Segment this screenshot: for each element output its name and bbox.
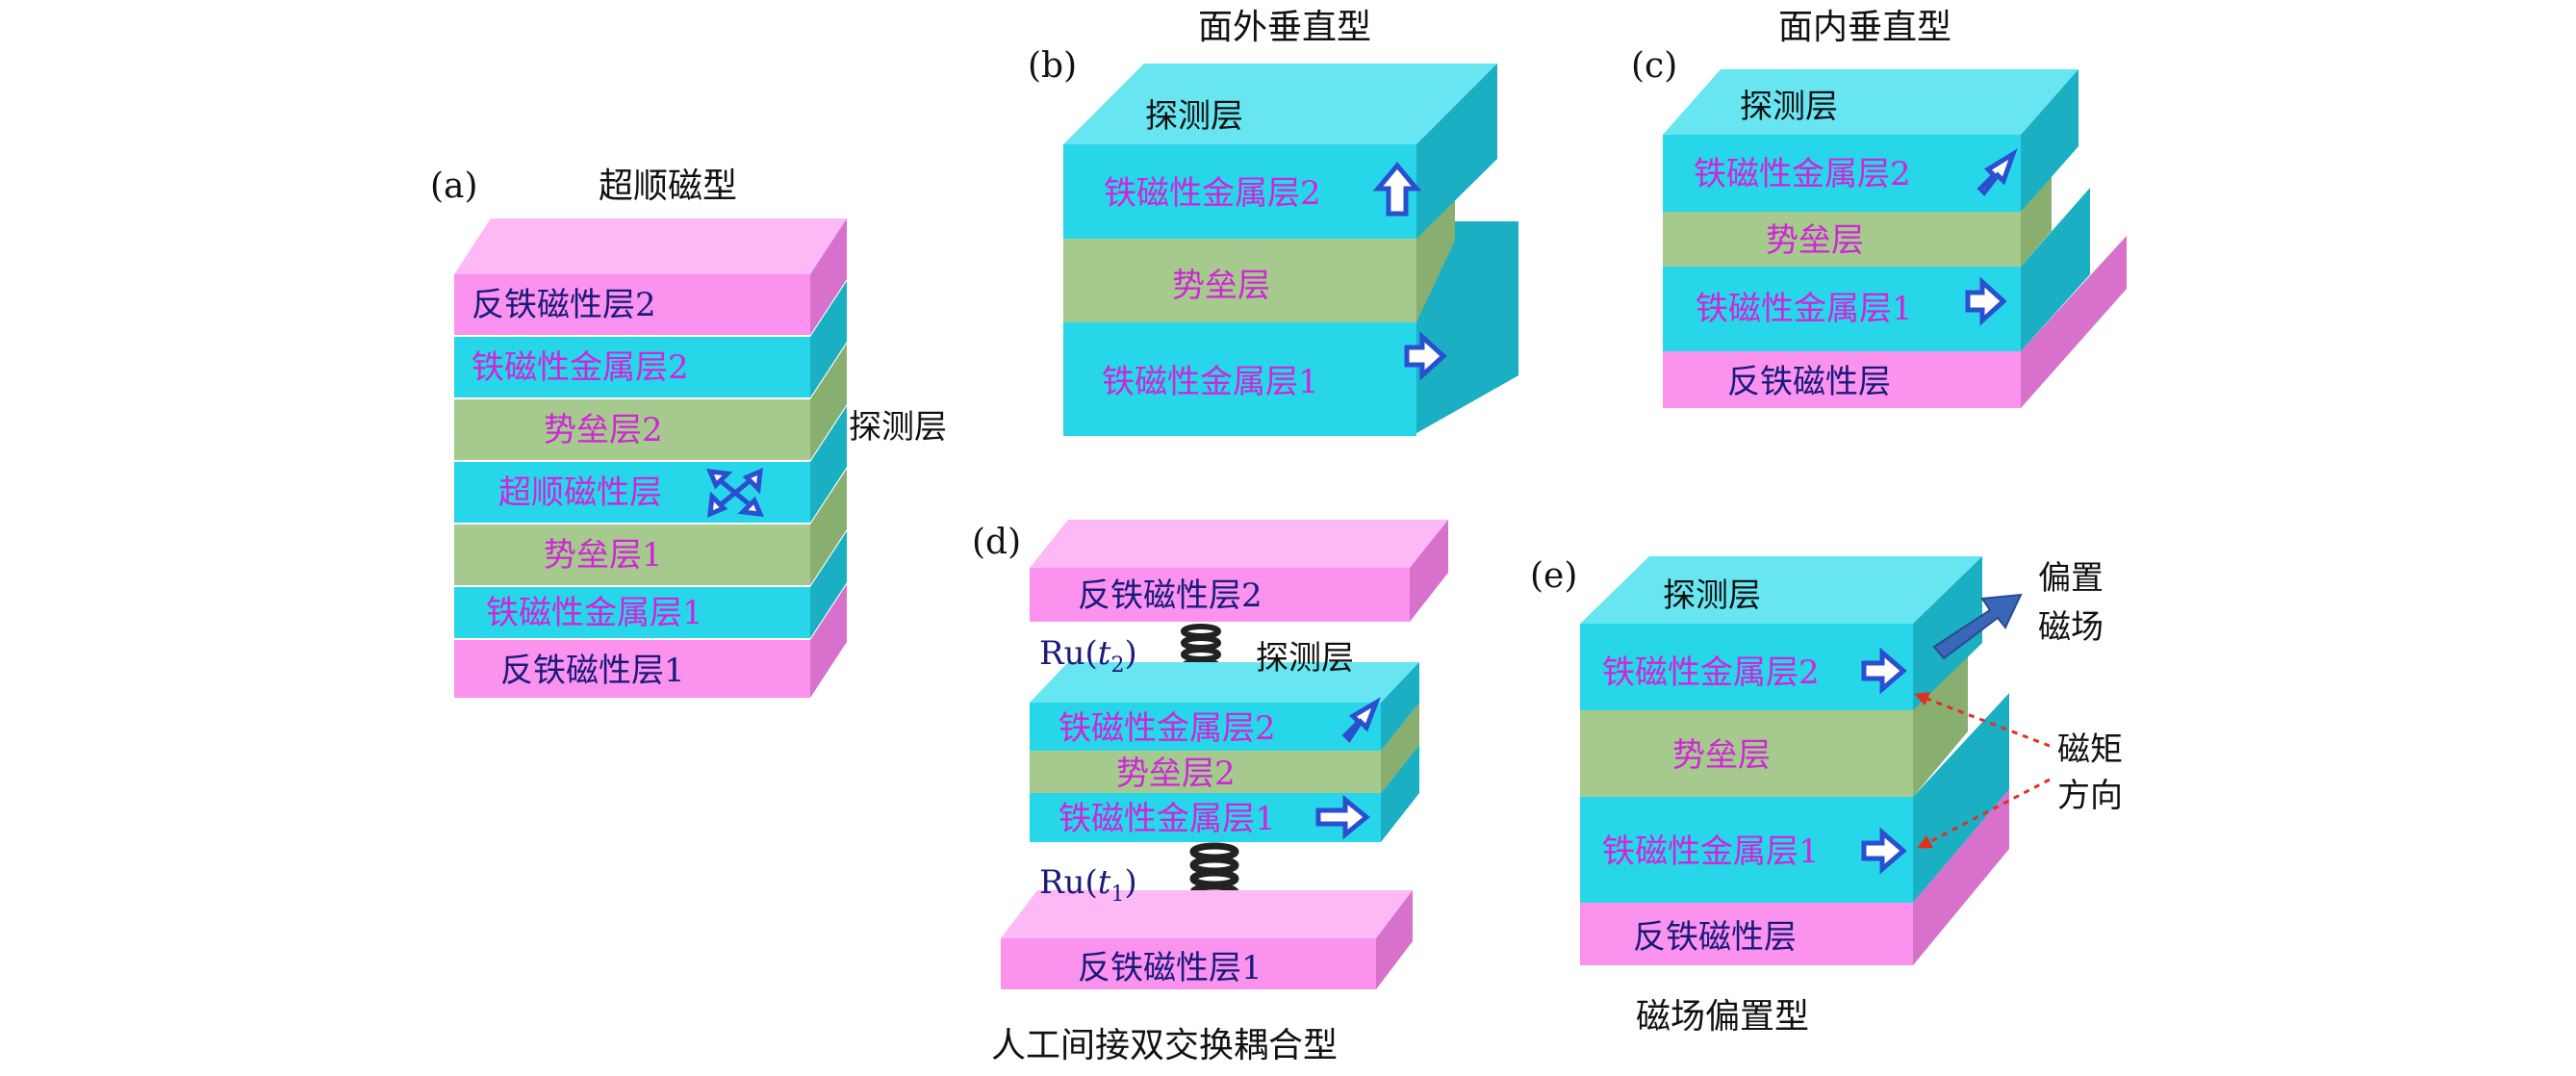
panel-d-layer-fm2: 铁磁性金属层2 xyxy=(1030,662,1419,751)
panel-d-top-afm: 反铁磁性层2 xyxy=(1030,520,1448,622)
panel-a-layer-barrier2-label: 势垒层2 xyxy=(544,411,663,449)
panel-c-layer-barrier-label: 势垒层 xyxy=(1766,221,1864,260)
panel-a-label: (a) xyxy=(430,167,478,206)
panel-d-ru-t1-label: Ru(t1) xyxy=(1039,863,1137,907)
panel-b: 铁磁性金属层1 势垒层 铁磁性金属层2 (b) xyxy=(1028,8,1518,436)
panel-a-layer-afm1: 反铁磁性层1 xyxy=(454,584,847,698)
panel-e-layer-fm2: 铁磁性金属层2 xyxy=(1580,556,1982,710)
panel-a-layer-fm2: 铁磁性金属层2 xyxy=(454,281,847,397)
panel-d-top-afm-label: 反铁磁性层2 xyxy=(1078,576,1262,615)
panel-a-layer-afm2-label: 反铁磁性层2 xyxy=(472,286,656,324)
panel-d-caption: 人工间接双交换耦合型 xyxy=(991,1026,1338,1065)
panel-a-stack: 反铁磁性层2 铁磁性金属层2 势垒层2 超顺磁性层 xyxy=(454,218,847,698)
panel-a-layer-fm2-label: 铁磁性金属层2 xyxy=(472,348,689,387)
panel-a-layer-barrier2: 势垒层2 xyxy=(454,344,847,460)
panel-e-layer-barrier: 势垒层 xyxy=(1580,643,1968,797)
panel-a-layer-afm1-label: 反铁磁性层1 xyxy=(500,652,685,690)
panel-b-probe-label: 探测层 xyxy=(1145,97,1243,136)
panel-a: 反铁磁性层2 铁磁性金属层2 势垒层2 超顺磁性层 xyxy=(430,167,947,698)
panel-d-bottom-afm-label: 反铁磁性层1 xyxy=(1078,949,1262,987)
panel-e-label: (e) xyxy=(1530,556,1577,596)
panel-c-stack: 反铁磁性层 铁磁性金属层1 势垒层 铁磁性金属层2 xyxy=(1663,69,2127,408)
panel-b-layer-barrier-label: 势垒层 xyxy=(1172,267,1270,305)
panel-d-probe-label: 探测层 xyxy=(1256,639,1354,678)
panel-c-layer-fm1-label: 铁磁性金属层1 xyxy=(1696,290,1913,328)
panel-b-layer-barrier: 势垒层 xyxy=(1063,162,1455,322)
panel-a-probe-label: 探测层 xyxy=(849,408,947,447)
panel-d: 反铁磁性层2 铁磁性金属层1 势垒层2 xyxy=(972,520,1448,1065)
panel-d-bottom-afm: 反铁磁性层1 xyxy=(1001,890,1413,989)
panel-e-bias-label-line1: 偏置 xyxy=(2038,559,2104,598)
panel-a-layer-superpara: 超顺磁性层 xyxy=(454,406,847,523)
panel-c: 反铁磁性层 铁磁性金属层1 势垒层 铁磁性金属层2 xyxy=(1631,8,2127,408)
panel-b-layer-fm1-label: 铁磁性金属层1 xyxy=(1102,363,1319,401)
panel-c-layer-fm2-label: 铁磁性金属层2 xyxy=(1694,155,1911,193)
panel-c-title: 面内垂直型 xyxy=(1778,8,1951,47)
panel-c-layer-fm2: 铁磁性金属层2 xyxy=(1663,69,2079,212)
panel-e-layer-afm-label: 反铁磁性层 xyxy=(1633,918,1797,957)
panel-d-middle-stack: 铁磁性金属层1 势垒层2 铁磁性金属层2 xyxy=(1030,662,1419,842)
panel-c-probe-label: 探测层 xyxy=(1740,88,1838,126)
panel-b-stack: 铁磁性金属层1 势垒层 铁磁性金属层2 xyxy=(1063,64,1518,436)
panel-e-probe-label: 探测层 xyxy=(1663,576,1761,615)
panel-e-moment-label-line2: 方向 xyxy=(2057,777,2123,815)
panel-e-bias-label-line2: 磁场 xyxy=(2038,608,2104,647)
panel-d-layer-fm1: 铁磁性金属层1 xyxy=(1030,745,1419,842)
right-arrow-icon xyxy=(1861,647,1907,695)
moment-guide-lines xyxy=(1914,692,2051,849)
up-arrow-icon xyxy=(1372,162,1422,217)
panel-c-label: (c) xyxy=(1631,46,1677,86)
panel-a-layer-barrier1: 势垒层1 xyxy=(454,469,847,585)
panel-d-ru-t2-label: Ru(t2) xyxy=(1039,634,1137,678)
panel-e-layer-barrier-label: 势垒层 xyxy=(1672,736,1771,775)
panel-a-layer-superpara-label: 超顺磁性层 xyxy=(498,474,662,512)
right-arrow-icon xyxy=(1861,827,1907,875)
panel-c-layer-afm: 反铁磁性层 xyxy=(1663,236,2127,408)
panel-d-layer-barrier2-label: 势垒层2 xyxy=(1116,755,1236,793)
panel-c-layer-barrier: 势垒层 xyxy=(1663,176,2052,267)
panel-b-layer-fm2-label: 铁磁性金属层2 xyxy=(1104,174,1321,213)
panel-d-layer-fm1-label: 铁磁性金属层1 xyxy=(1058,800,1276,838)
panel-a-layer-afm2: 反铁磁性层2 xyxy=(454,218,847,335)
panel-e-layer-fm1: 铁磁性金属层1 xyxy=(1580,693,2009,903)
panel-e-stack: 反铁磁性层 铁磁性金属层1 势垒层 铁磁性金属层2 xyxy=(1580,556,2009,965)
diagonal-arrow-icon xyxy=(1341,697,1381,743)
panel-e-layer-fm2-label: 铁磁性金属层2 xyxy=(1602,653,1820,692)
panel-c-layer-fm1: 铁磁性金属层1 xyxy=(1663,188,2090,351)
panel-e-caption: 磁场偏置型 xyxy=(1636,997,1809,1037)
panel-d-label: (d) xyxy=(972,523,1021,562)
right-arrow-icon xyxy=(1965,276,2007,326)
four-way-arrow-icon xyxy=(706,468,764,518)
panel-e-layer-afm: 反铁磁性层 xyxy=(1580,789,2009,965)
panel-b-title: 面外垂直型 xyxy=(1198,8,1371,47)
right-arrow-icon xyxy=(1404,331,1447,381)
panel-b-lower-side-face xyxy=(1455,223,1518,402)
panel-a-title: 超顺磁型 xyxy=(599,167,737,206)
panel-e-moment-label-line1: 磁矩 xyxy=(2057,730,2123,769)
panel-d-layer-barrier2: 势垒层2 xyxy=(1030,703,1419,793)
panel-a-layer-fm1-label: 铁磁性金属层1 xyxy=(486,594,703,632)
panel-a-layer-barrier1-label: 势垒层1 xyxy=(544,536,663,575)
panel-e: 反铁磁性层 铁磁性金属层1 势垒层 铁磁性金属层2 xyxy=(1530,556,2123,1037)
panel-e-layer-fm1-label: 铁磁性金属层1 xyxy=(1602,833,1820,871)
right-arrow-icon xyxy=(1315,794,1370,840)
panel-a-layer-fm1: 铁磁性金属层1 xyxy=(454,531,847,638)
panel-b-label: (b) xyxy=(1028,46,1077,86)
diagonal-arrow-icon xyxy=(1977,148,2018,196)
panel-b-layer-fm2: 铁磁性金属层2 xyxy=(1063,64,1497,239)
bias-field-arrow-icon xyxy=(1932,593,2023,660)
panel-d-layer-fm2-label: 铁磁性金属层2 xyxy=(1058,709,1276,748)
panel-c-layer-afm-label: 反铁磁性层 xyxy=(1727,363,1891,401)
